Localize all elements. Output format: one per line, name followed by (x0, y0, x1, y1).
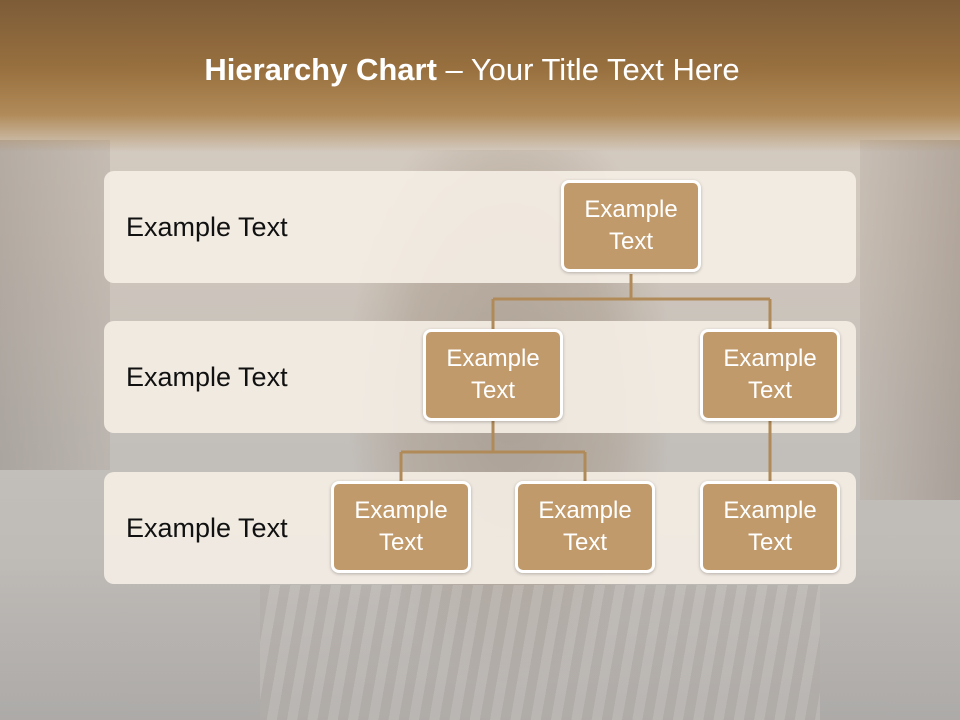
level-band-1: Example Text (104, 171, 856, 283)
level-label-1: Example Text (126, 212, 288, 242)
level-label-3: Example Text (126, 513, 288, 543)
node-root[interactable]: Example Text (561, 180, 701, 272)
page-title: Hierarchy Chart – Your Title Text Here (0, 52, 944, 88)
background-building-right (860, 140, 960, 500)
background-bench (260, 585, 820, 720)
node-level3-b[interactable]: Example Text (515, 481, 655, 573)
background-building-left (0, 140, 110, 470)
node-level2-left[interactable]: Example Text (423, 329, 563, 421)
node-level3-c[interactable]: Example Text (700, 481, 840, 573)
title-rest: – Your Title Text Here (436, 52, 740, 87)
node-level3-a[interactable]: Example Text (331, 481, 471, 573)
node-level2-right[interactable]: Example Text (700, 329, 840, 421)
title-bar: Hierarchy Chart – Your Title Text Here (0, 0, 960, 152)
title-bold: Hierarchy Chart (204, 52, 437, 87)
level-label-2: Example Text (126, 362, 288, 392)
